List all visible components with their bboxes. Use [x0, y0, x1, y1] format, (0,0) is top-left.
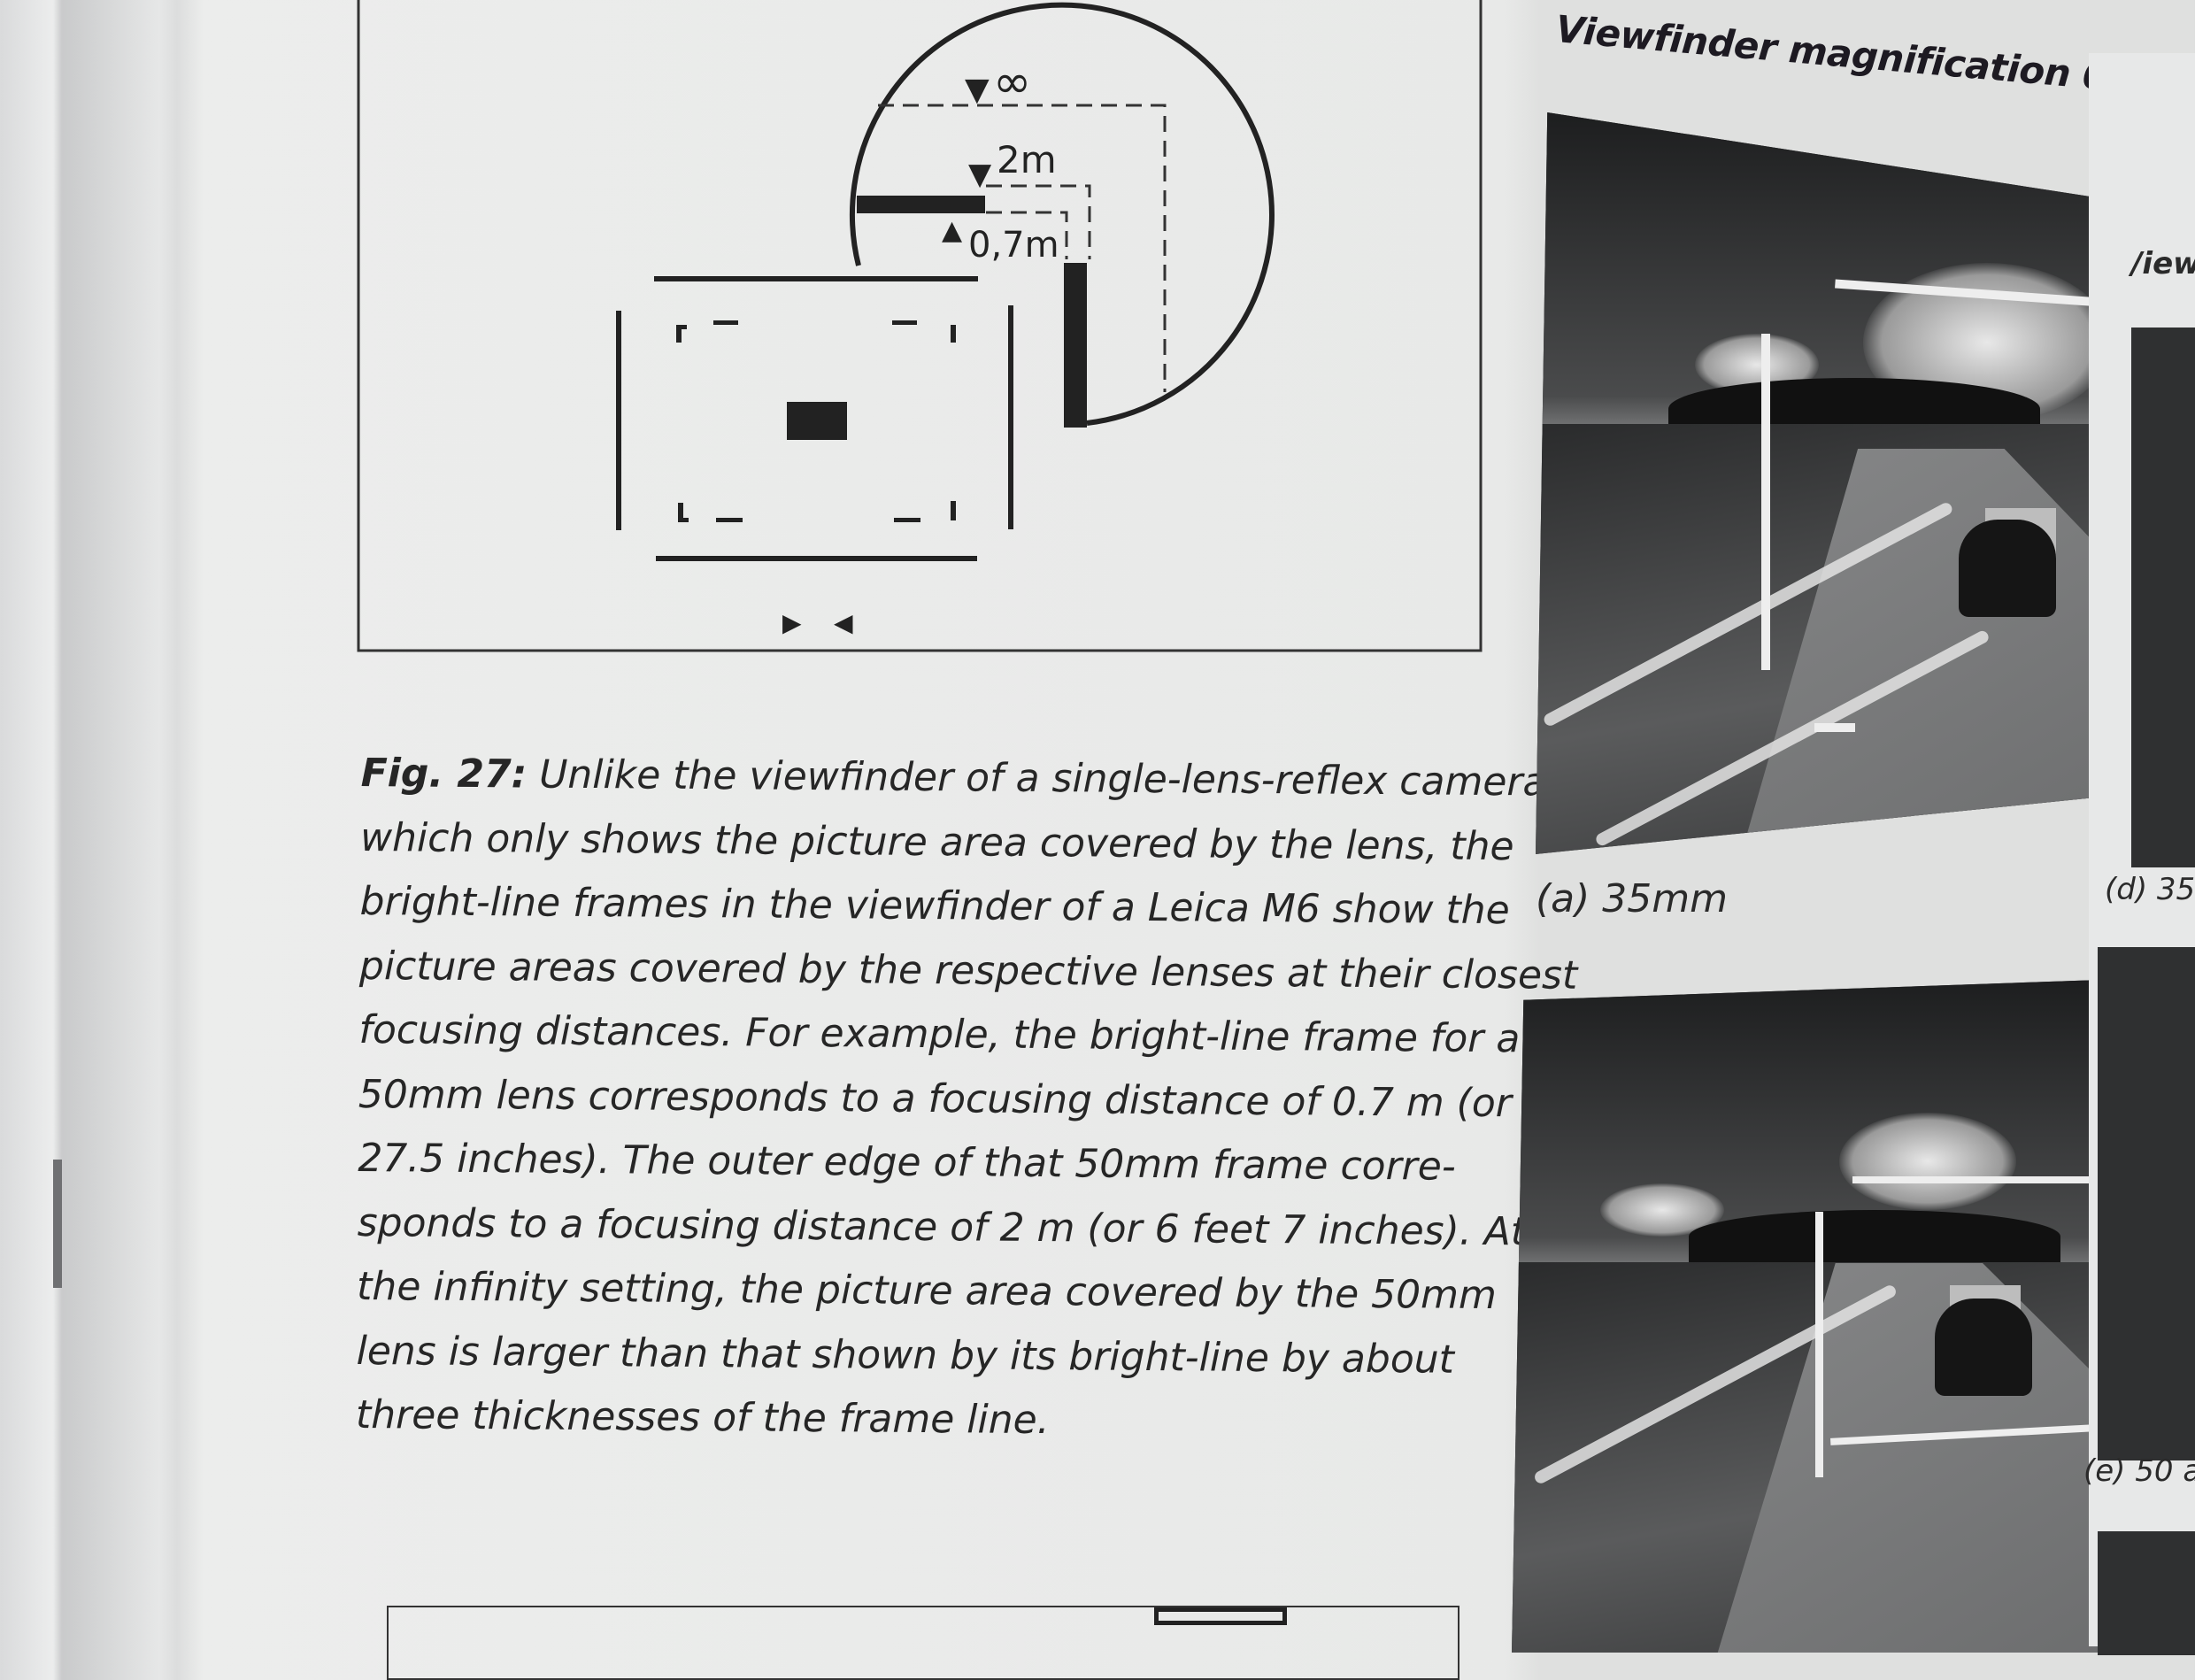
caption-line: Fig. 27: Unlike the viewfinder of a sing… — [360, 742, 1560, 815]
marker-infinity: ▼ — [965, 72, 990, 108]
close-focus-bar-vertical — [1064, 263, 1087, 428]
photo-frame-line-top — [1852, 1176, 2100, 1183]
viewfinder-photo-35mm — [1536, 112, 2122, 854]
figure-label: Fig. 27: — [360, 750, 528, 798]
next-page-fragment: /iew — [2131, 246, 2195, 281]
bright-line-frame — [616, 276, 1013, 561]
caption-line: 27.5 inches). The outer edge of that 50m… — [358, 1135, 1456, 1190]
photo-cloud — [1839, 1113, 2016, 1210]
exposure-arrow-left-icon: ◀ — [834, 608, 853, 637]
caption-line: the infinity setting, the picture area c… — [356, 1263, 1498, 1319]
next-page-photo — [2131, 328, 2195, 867]
caption-line: which only shows the picture area covere… — [359, 814, 1514, 869]
next-page-photo — [2098, 1531, 2195, 1655]
caption-line: sponds to a focusing distance of 2 m (or… — [357, 1199, 1527, 1254]
viewfinder-photo-50mm — [1512, 980, 2100, 1653]
photo-frame-line-left — [1815, 1212, 1823, 1477]
close-focus-bar-horizontal — [857, 196, 985, 213]
marker-2m: ▼ — [968, 157, 992, 192]
caption-text: Unlike the viewfinder of a single-lens-r… — [527, 751, 1560, 805]
label-infinity: ∞ — [993, 56, 1031, 109]
next-page-caption-d: (d) 35 — [2105, 872, 2195, 907]
next-page-photo — [2098, 947, 2195, 1460]
photo-people — [1935, 1299, 2032, 1396]
dashed-frame-lines — [878, 104, 1167, 392]
next-diagram-inner — [1154, 1607, 1287, 1625]
caption-line: 50mm lens corresponds to a focusing dist… — [358, 1071, 1513, 1126]
next-diagram-box — [387, 1606, 1459, 1680]
rangefinder-patch — [787, 402, 847, 440]
caption-line: bright-line frames in the viewfinder of … — [359, 878, 1510, 934]
focus-circle-arc — [850, 2, 1275, 426]
photo-frame-line-left — [1761, 334, 1770, 670]
next-page-edge: /iew (d) 35 (e) 50 an — [2083, 53, 2195, 1655]
marker-0-7m: ▲ — [942, 215, 962, 246]
viewfinder-diagram: ▼ ∞ ▼ 2m ▲ 0,7m ▶ ◀ — [357, 0, 1483, 652]
figure-caption: Fig. 27: Unlike the viewfinder of a sing… — [355, 742, 1578, 1457]
photo-caption-a: (a) 35mm — [1536, 876, 1728, 921]
next-page-caption-e: (e) 50 an — [2083, 1453, 2195, 1489]
label-0-7m: 0,7m — [968, 225, 1059, 266]
caption-line: three thicknesses of the frame line. — [355, 1391, 1050, 1444]
photo-people — [1959, 520, 2056, 617]
diagram-box — [357, 0, 1483, 652]
page-edge-shadow — [53, 1160, 62, 1288]
caption-line: lens is larger than that shown by its br… — [356, 1328, 1455, 1383]
exposure-arrow-right-icon: ▶ — [782, 608, 802, 637]
photo-frame-mark — [1814, 723, 1855, 732]
photo-island — [1689, 1210, 2060, 1263]
caption-line: focusing distances. For example, the bri… — [358, 1006, 1521, 1062]
label-2m: 2m — [997, 138, 1057, 181]
caption-line: picture areas covered by the respective … — [358, 943, 1578, 998]
